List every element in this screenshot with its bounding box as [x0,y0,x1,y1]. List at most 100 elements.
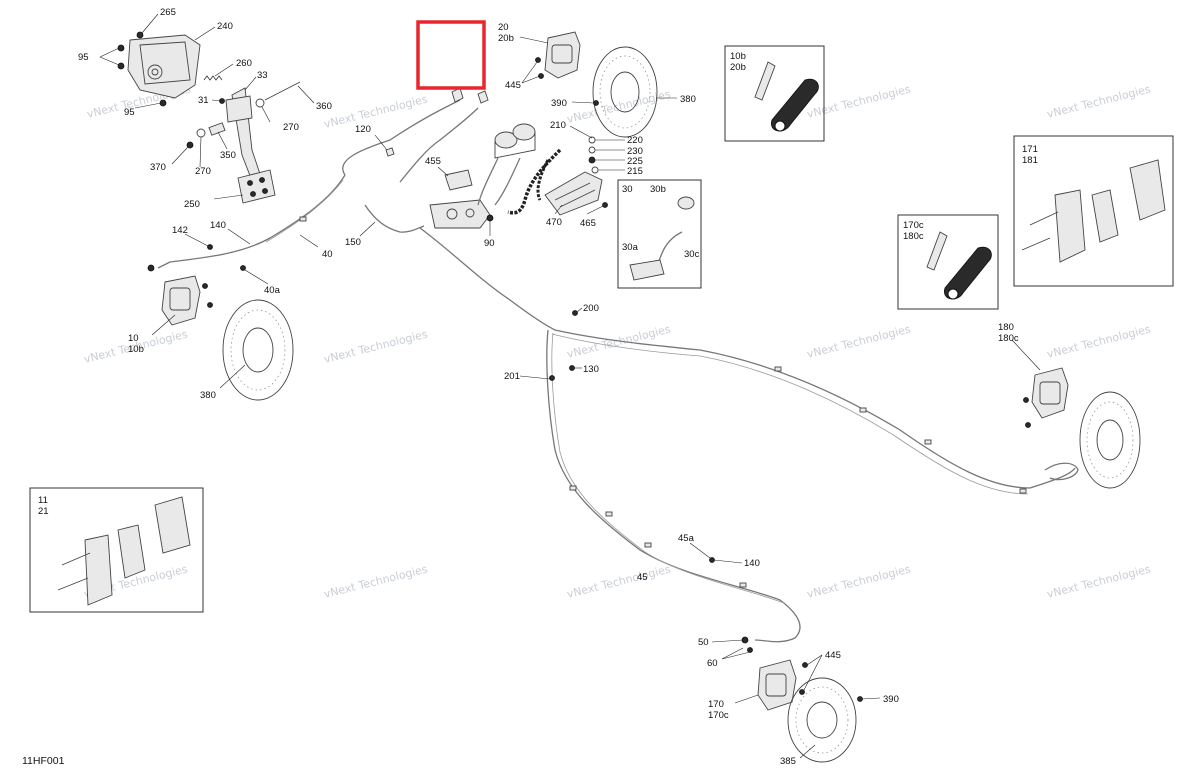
part-labels: 265 240 95 260 33 31 360 95 270 350 370 … [78,7,1019,767]
washer-230 [588,146,596,154]
watermark: vNext Technologies [566,88,673,126]
highlight-box [416,20,486,90]
leader [171,146,189,165]
pedal-bracket-240 [127,34,201,99]
part-label: 180c [998,333,1019,344]
leader [711,639,744,643]
bolt-445 [799,689,805,695]
brake-pedal-pad-250 [237,169,276,204]
fitting-upper-2 [477,90,489,104]
leader [134,102,162,109]
clip-200 [572,310,578,316]
part-label: 10b [128,344,144,355]
part-label: 200 [583,303,599,314]
rotor-holes [599,55,651,129]
bolt-445 [535,57,541,63]
line-clips [299,216,1027,588]
brake-line-45-2 [551,332,785,604]
inset-label: 21 [38,506,49,517]
caliper-piston [765,673,787,697]
watermark: vNext Technologies [1046,83,1153,121]
leader [519,36,549,44]
part-label: 470 [546,217,562,228]
part-label: 95 [124,107,135,118]
part-label: 455 [425,156,441,167]
brake-pad [117,524,146,579]
connector-215 [591,166,599,174]
leader [576,307,583,313]
rotor-holes [795,686,849,754]
caliper-piston [169,287,191,311]
watermark: vNext Technologies [806,323,913,361]
leader [217,131,228,150]
bolt-90 [486,214,494,222]
pivot-pin-360 [264,81,301,101]
clamp-120 [385,147,395,157]
inset-reservoir [677,196,695,210]
bracket-hole-inner [151,68,159,76]
clip-40a [240,265,246,271]
inset-frame [617,179,702,289]
leader [261,106,271,123]
bleeder-cap [770,78,819,132]
caliper-bolt [202,283,208,289]
leader [299,234,319,248]
inset-label: 170c [903,220,924,231]
master-cylinder-assembly [385,87,536,229]
inset-label: 181 [1022,155,1038,166]
part-label: 130 [583,364,599,375]
brake-lines [157,99,1079,643]
leader [211,99,223,102]
leader [194,26,216,41]
inset-label: 30b [650,184,666,195]
clip [924,439,932,445]
part-label: 60 [707,658,718,669]
diagram-code: 11HF001 [22,755,65,767]
brake-pad [1129,159,1166,221]
clip-201 [549,375,555,381]
part-label: 270 [195,166,211,177]
pedal-pad-bolt [247,180,253,186]
part-label: 250 [184,199,200,210]
bolt-265 [136,31,144,39]
rotor-inner [242,327,274,373]
bolt-445 [802,662,808,668]
caliper-bolt [1025,422,1031,428]
inset-pads-front: 11 21 [29,487,204,613]
leader [99,47,120,58]
inset-frame [1013,135,1174,287]
bracket-detail [139,41,191,85]
part-label: 215 [627,166,643,177]
part-label: 45 [637,572,648,583]
bleeder-screw [926,231,948,271]
caliper-bolt [1023,397,1029,403]
caliper-piston [551,44,573,64]
leader [219,364,246,389]
inset-label: 180c [903,231,924,242]
inset-label: 30c [684,249,700,260]
brake-line-upper [342,99,461,176]
wire-loom [507,148,562,215]
harness-assembly [507,136,608,216]
brake-line-rear-right [1044,462,1079,481]
rotor-holes [1086,401,1134,479]
part-label: 20b [498,33,514,44]
part-label: 265 [160,7,176,18]
leader [713,559,743,564]
part-label: 240 [217,21,233,32]
bleeder-cap-ring [774,120,786,132]
leader [359,221,376,237]
fitting-upper [451,87,464,103]
part-label: 40 [322,249,333,260]
part-label: 150 [345,237,361,248]
leader [689,542,711,559]
part-label: 210 [550,120,566,131]
pedal-assembly [117,31,301,204]
brake-line-40-inner [265,179,344,243]
inset-label: 11 [38,495,48,506]
part-label: 120 [355,124,371,135]
part-label: 350 [220,150,236,161]
leader [141,13,159,34]
clip [644,542,652,548]
